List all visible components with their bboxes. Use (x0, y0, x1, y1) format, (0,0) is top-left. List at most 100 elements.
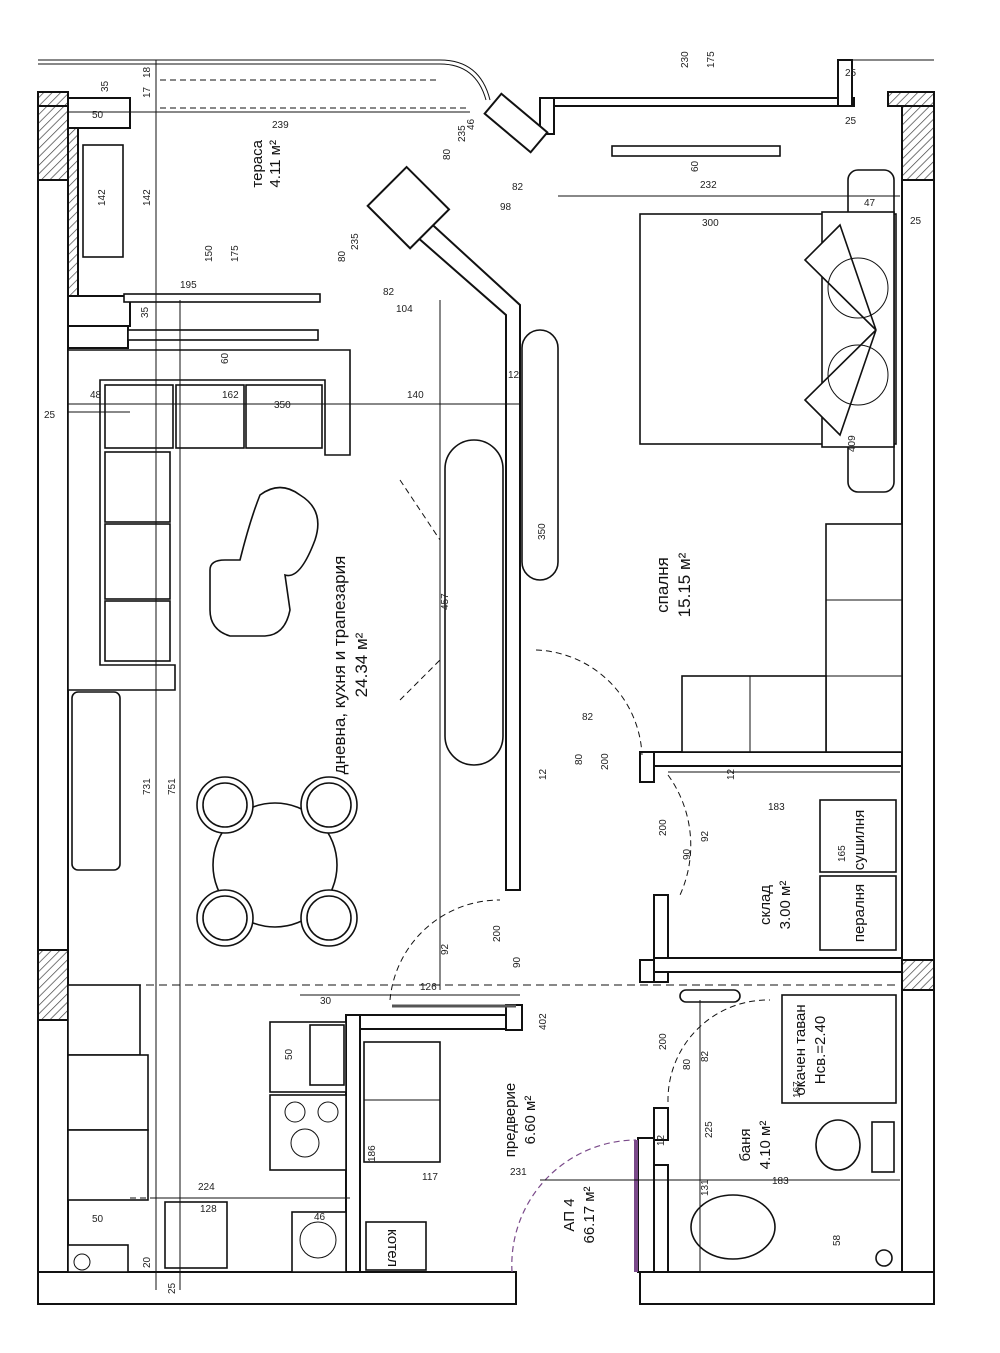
dim: 92 (440, 943, 451, 955)
dim: 186 (367, 1145, 378, 1162)
bedroom-name: спалня (653, 557, 672, 613)
dim: 80 (574, 753, 585, 765)
dim: 60 (220, 352, 231, 364)
hall-area: 6.60 м² (522, 1096, 539, 1145)
dim: 25 (845, 116, 857, 127)
dim: 82 (582, 712, 594, 723)
dim: 195 (180, 280, 197, 291)
dim: 165 (837, 845, 848, 862)
dim: 82 (383, 287, 395, 298)
dim: 17 (142, 86, 153, 98)
dryer-label: сушилня (851, 810, 868, 871)
dim: 80 (682, 1058, 693, 1070)
living-name: дневна, кухня и трапезария (330, 556, 349, 775)
dim: 25 (167, 1282, 178, 1294)
dim: 200 (658, 819, 669, 836)
dim: 46 (466, 118, 477, 130)
dim: 46 (314, 1212, 326, 1223)
dim: 200 (658, 1033, 669, 1050)
storage-name: склад (757, 885, 774, 925)
dim: 80 (442, 148, 453, 160)
dim: 92 (700, 830, 711, 842)
dim: 142 (97, 189, 108, 206)
storage-furniture (667, 774, 897, 951)
dim: 200 (600, 753, 611, 770)
ceiling-label-1: окачен таван (792, 1004, 809, 1095)
dim: 235 (350, 233, 361, 250)
living-furniture (67, 329, 900, 986)
dim: 300 (702, 218, 719, 229)
dim: 128 (200, 1204, 217, 1215)
dim: 751 (167, 778, 178, 795)
dim: 25 (845, 68, 857, 79)
room-labels: тераса 4.11 м² спалня 15.15 м² дневна, к… (249, 139, 868, 1267)
dim: 30 (320, 996, 332, 1007)
dim: 12 (726, 768, 737, 780)
dim: 18 (142, 66, 153, 78)
hall (392, 1004, 638, 1273)
apartment-name: АП 4 (561, 1198, 578, 1231)
dim: 350 (274, 400, 291, 411)
dim: 12 (656, 1134, 667, 1146)
terrace-area: 4.11 м² (267, 140, 284, 188)
dim: 140 (407, 390, 424, 401)
dim: 167 (792, 1081, 803, 1098)
dim: 731 (142, 778, 153, 795)
dim: 235 (457, 125, 468, 142)
dim: 409 (847, 435, 858, 452)
dim: 150 (204, 245, 215, 262)
dim: 82 (700, 1050, 711, 1062)
washer-label: пералня (851, 884, 868, 942)
dim: 231 (510, 1167, 527, 1178)
dimension-lines (68, 60, 900, 1290)
ceiling-label-2: Нсв.=2.40 (812, 1016, 829, 1084)
dim: 117 (422, 1172, 438, 1183)
bedroom-furniture (535, 169, 903, 756)
kitchen-furniture (67, 899, 501, 1273)
bedroom-area: 15.15 м² (675, 552, 694, 617)
dim: 183 (768, 802, 785, 813)
dim: 90 (682, 848, 693, 860)
bath-name: баня (737, 1129, 754, 1162)
dim: 90 (512, 956, 523, 968)
dim: 12 (538, 768, 549, 780)
dim: 183 (772, 1176, 789, 1187)
dim: 47 (864, 198, 876, 209)
boiler-label: котел (384, 1229, 401, 1267)
dimension-labels: 230 175 35 18 17 50 239 46 235 80 142 14… (44, 51, 922, 1294)
dim: 457 (440, 593, 451, 610)
dim: 82 (512, 182, 524, 193)
dim: 25 (44, 410, 56, 421)
dim: 350 (537, 523, 548, 540)
dim: 230 (680, 51, 691, 68)
hall-name: предверие (502, 1083, 519, 1157)
dim: 131 (700, 1179, 711, 1196)
dim: 50 (92, 1214, 104, 1225)
dim: 50 (92, 110, 104, 121)
dim: 25 (910, 216, 922, 227)
dim: 35 (140, 306, 151, 318)
dim: 58 (832, 1234, 843, 1246)
terrace-name: тераса (249, 139, 266, 187)
dim: 224 (198, 1182, 215, 1193)
dim: 50 (284, 1048, 295, 1060)
apartment-area: 66.17 м² (581, 1186, 598, 1243)
dim: 35 (100, 80, 111, 92)
dim: 80 (337, 250, 348, 262)
dim: 142 (142, 189, 153, 206)
dim: 200 (492, 925, 503, 942)
dim: 48 (90, 390, 102, 401)
dim: 232 (700, 180, 717, 191)
exterior-walls (37, 59, 935, 1305)
dim: 402 (538, 1013, 549, 1030)
dim: 60 (690, 160, 701, 172)
dim: 175 (706, 51, 717, 68)
dim: 162 (222, 390, 239, 401)
dim: 175 (230, 245, 241, 262)
dim: 20 (142, 1256, 153, 1268)
terrace-furniture (82, 79, 781, 341)
dim: 126 (420, 982, 437, 993)
dim: 225 (704, 1121, 715, 1138)
bathroom-furniture (667, 989, 897, 1267)
